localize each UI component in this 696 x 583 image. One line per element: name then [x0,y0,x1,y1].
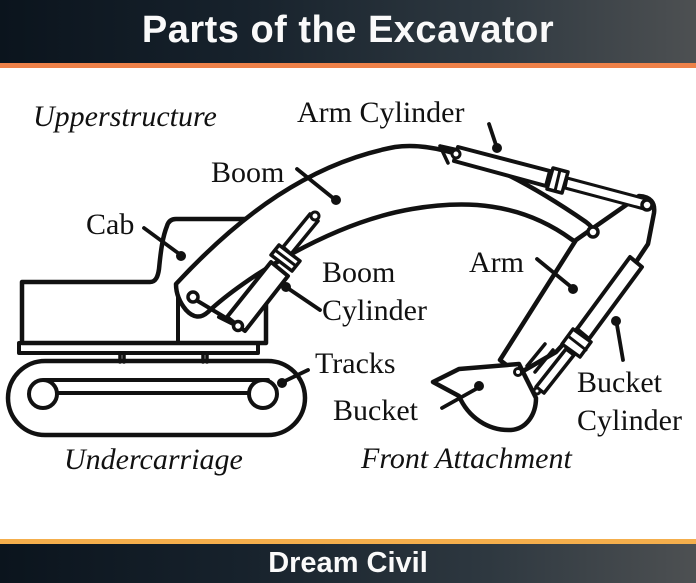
arm-cylinder-cuff-line [553,168,562,193]
bucket-cylinder-rod [534,347,576,395]
label-bucket: Bucket [333,394,418,427]
arm-top-pivot [640,198,654,212]
label-boom-cylinder-line2: Cylinder [322,294,427,327]
header-accent-line [0,63,696,68]
dot-arm [568,284,578,294]
dot-bucket [474,381,484,391]
track-wheel-right-icon [247,378,279,410]
leader-bucket [440,387,478,410]
footer-accent-line [0,539,696,544]
boom-cylinder-cuff-line [273,248,298,268]
leader-dots [176,143,621,391]
bucket-cylinder-cuff-line [566,334,588,352]
bucket-cylinder-rod-end [532,386,542,396]
label-bucket-cylinder: Bucket Cylinder [577,364,682,440]
leader-tracks [283,368,310,383]
footer-bar: Dream Civil [0,544,696,583]
track-supports [118,351,209,364]
boom-cylinder-rod-end [309,210,321,222]
leader-bucket-cylinder [615,323,625,362]
dot-tracks [277,378,287,388]
label-upperstructure: Upperstructure [33,100,217,133]
label-bucket-cylinder-line2: Cylinder [577,404,682,437]
arm-cylinder-anchor-pin [450,148,462,160]
dot-boom-cylinder [281,282,291,292]
label-tracks: Tracks [315,347,396,380]
boom-tip-pivot [586,225,600,239]
page-title: Parts of the Excavator [141,8,555,51]
boom-cylinder-rod [281,212,320,256]
boom-base-pivot [186,290,200,304]
label-arm: Arm [469,246,524,279]
bucket-shape [430,361,539,433]
dot-arm-cylinder [492,143,502,153]
track-frame-bar [42,378,270,395]
leader-arm [535,257,572,288]
leader-cab [142,226,180,255]
bucket-link [525,342,555,374]
leader-lines [142,122,625,410]
label-boom-cylinder-line1: Boom [322,256,396,289]
label-arm-cylinder: Arm Cylinder [297,96,465,129]
track-wheel-left-icon [27,378,59,410]
bucket-pivot [513,367,523,377]
header-bar: Parts of the Excavator [0,0,696,63]
dot-bucket-cylinder [611,316,621,326]
footer-brand-text: Dream Civil [268,547,428,579]
label-cab: Cab [86,208,135,241]
label-front-attachment: Front Attachment [361,442,572,475]
label-boom: Boom [211,156,285,189]
leader-boom-cylinder [287,287,322,312]
leader-boom [295,167,335,200]
arm-cylinder-rod [563,176,648,211]
boom-cylinder-base-pin [231,319,245,333]
label-bucket-cylinder-line1: Bucket [577,366,662,399]
label-boom-cylinder: Boom Cylinder [322,254,427,330]
boom-shape [173,143,597,319]
dot-cab [176,251,186,261]
dot-boom [331,195,341,205]
label-undercarriage: Undercarriage [64,443,243,476]
leader-arm-cylinder [487,122,498,147]
